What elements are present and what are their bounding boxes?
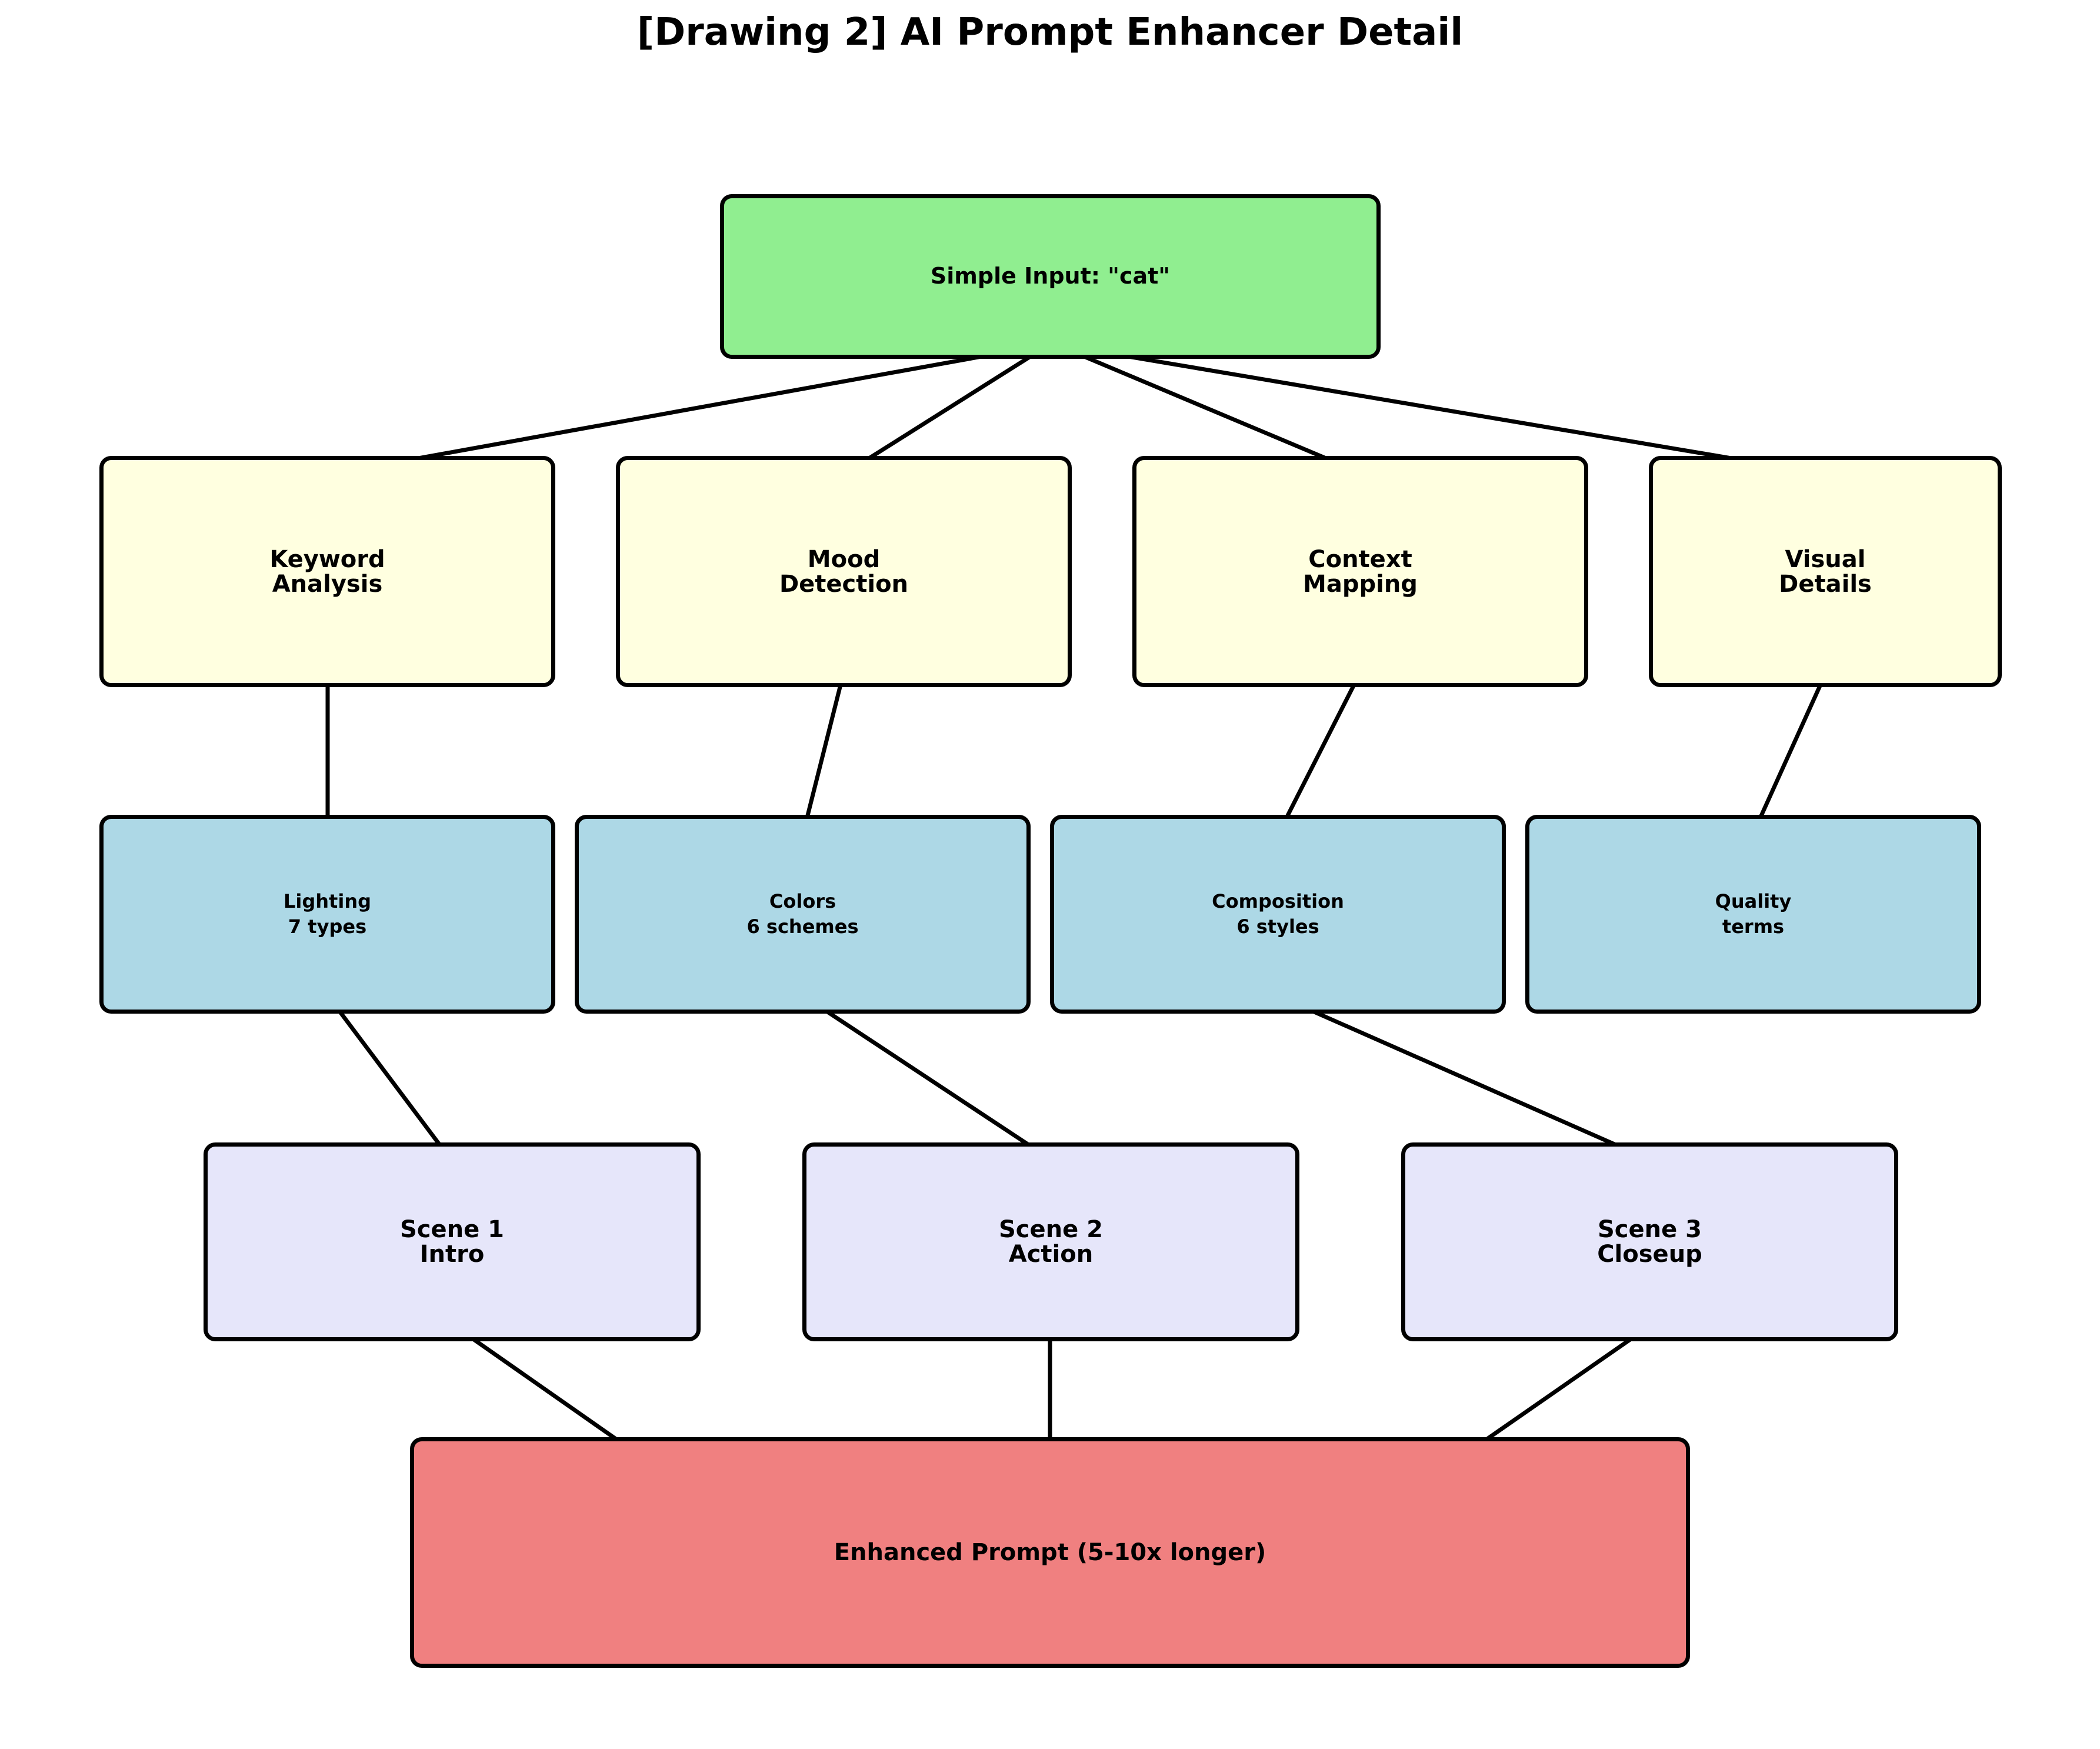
input-node-label: Simple Input: "cat" bbox=[930, 263, 1171, 289]
edge-input-keyword bbox=[338, 342, 1052, 475]
scene-node-2: Scene 2 Action bbox=[802, 1142, 1299, 1341]
scene-node-3: Scene 3 Closeup bbox=[1401, 1142, 1898, 1341]
analysis-node-label: Context Mapping bbox=[1303, 545, 1418, 598]
output-node-label: Enhanced Prompt (5-10x longer) bbox=[834, 1539, 1266, 1566]
edge-context-composition bbox=[1281, 673, 1361, 826]
analysis-node-visual: Visual Details bbox=[1649, 456, 2002, 687]
analysis-node-label: Mood Detection bbox=[779, 545, 909, 598]
scene-node-1: Scene 1 Intro bbox=[204, 1142, 701, 1341]
edge-colors-scene2 bbox=[805, 996, 1045, 1157]
enhancement-node-label: Colors 6 schemes bbox=[746, 890, 859, 938]
enhancement-node-label: Composition 6 styles bbox=[1212, 890, 1344, 938]
edge-input-visual bbox=[1052, 342, 1818, 475]
edge-mood-colors bbox=[804, 673, 845, 825]
edge-lighting-scene1 bbox=[329, 998, 448, 1155]
enhancement-node-label: Quality terms bbox=[1715, 890, 1792, 938]
analysis-node-context: Context Mapping bbox=[1132, 456, 1588, 687]
edge-input-context bbox=[1052, 342, 1354, 471]
edge-composition-scene3 bbox=[1281, 996, 1644, 1158]
edge-input-mood bbox=[852, 342, 1052, 470]
analysis-node-mood: Mood Detection bbox=[616, 456, 1072, 687]
output-node: Enhanced Prompt (5-10x longer) bbox=[410, 1437, 1690, 1668]
enhancement-node-quality: Quality terms bbox=[1525, 815, 1981, 1014]
scene-node-label: Scene 1 Intro bbox=[399, 1216, 504, 1268]
scene-node-label: Scene 3 Closeup bbox=[1597, 1216, 1702, 1268]
input-node: Simple Input: "cat" bbox=[720, 194, 1381, 359]
analysis-node-keyword: Keyword Analysis bbox=[99, 456, 555, 687]
edge-scene1-output bbox=[455, 1325, 632, 1451]
enhancement-node-lighting: Lighting 7 types bbox=[99, 815, 555, 1014]
enhancement-node-label: Lighting 7 types bbox=[284, 890, 371, 938]
analysis-node-label: Visual Details bbox=[1779, 545, 1872, 598]
enhancement-node-composition: Composition 6 styles bbox=[1050, 815, 1506, 1014]
edge-scene3-output bbox=[1471, 1325, 1649, 1451]
diagram-title: [Drawing 2] AI Prompt Enhancer Detail bbox=[636, 11, 1464, 54]
analysis-node-label: Keyword Analysis bbox=[269, 545, 385, 598]
scene-node-label: Scene 2 Action bbox=[998, 1216, 1103, 1268]
edge-visual-quality bbox=[1755, 673, 1827, 826]
enhancement-node-colors: Colors 6 schemes bbox=[575, 815, 1031, 1014]
